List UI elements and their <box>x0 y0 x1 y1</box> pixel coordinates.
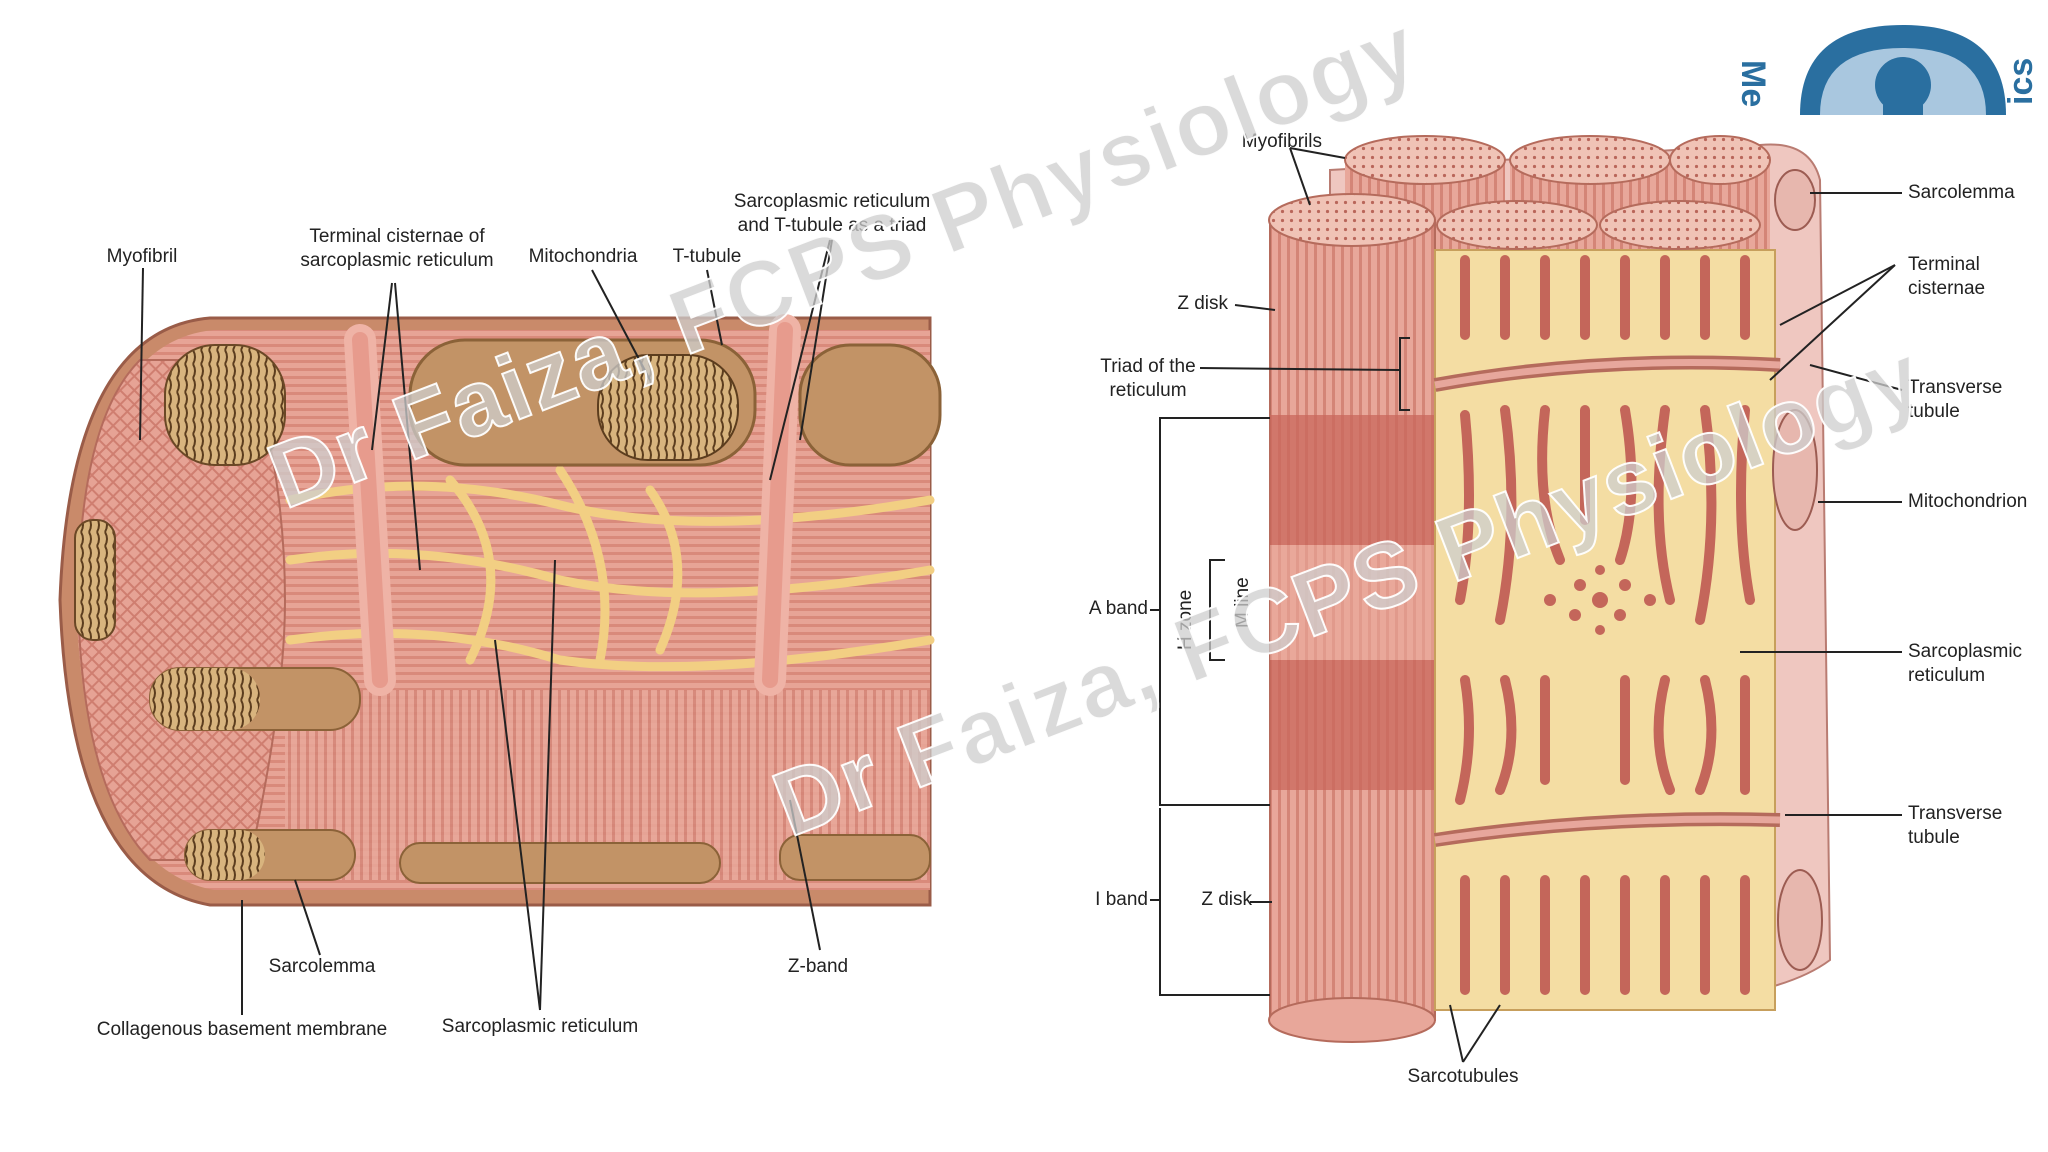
label-terminal-cisternae-right: Terminal cisternae <box>1908 254 1986 299</box>
label-myofibril: Myofibril <box>106 246 178 267</box>
label-transverse-tubule-top: Transverse tubule <box>1908 377 2003 422</box>
label-myofibrils: Myofibrils <box>1241 131 1322 152</box>
label-sarcolemma-right: Sarcolemma <box>1908 182 2015 203</box>
label-transverse-tubule-bottom: Transverse tubule <box>1908 803 2003 848</box>
logo-text-left: Me <box>1734 60 1772 108</box>
label-sarcoplasmic-reticulum-right: Sarcoplasmic reticulum <box>1908 641 2023 686</box>
label-i-band: I band <box>1095 889 1148 910</box>
label-a-band: A band <box>1088 598 1148 619</box>
label-sr-and-t-tubule: Sarcoplasmic reticulum and T-tubule as a… <box>733 191 931 236</box>
label-mitochondria: Mitochondria <box>528 246 638 267</box>
logo-text-right: ics <box>2002 57 2040 105</box>
label-t-tubule: T-tubule <box>672 246 742 267</box>
label-sarcolemma-left: Sarcolemma <box>268 956 376 977</box>
left-muscle-fiber <box>58 239 942 1015</box>
label-triad: Triad of the reticulum <box>1100 356 1196 401</box>
right-muscle-fiber <box>1150 135 1903 1063</box>
label-collagenous-membrane: Collagenous basement membrane <box>96 1019 388 1040</box>
label-z-disk-top: Z disk <box>1177 293 1228 314</box>
label-mitochondrion: Mitochondrion <box>1908 491 2028 512</box>
label-sarcoplasmic-reticulum-left: Sarcoplasmic reticulum <box>441 1016 639 1037</box>
label-z-disk-bottom: Z disk <box>1201 889 1252 910</box>
logo-emblem <box>1800 25 2006 115</box>
label-terminal-cisternae: Terminal cisternae of sarcoplasmic retic… <box>300 226 494 271</box>
label-z-band: Z-band <box>787 956 849 977</box>
label-sarcotubules: Sarcotubules <box>1407 1066 1519 1087</box>
